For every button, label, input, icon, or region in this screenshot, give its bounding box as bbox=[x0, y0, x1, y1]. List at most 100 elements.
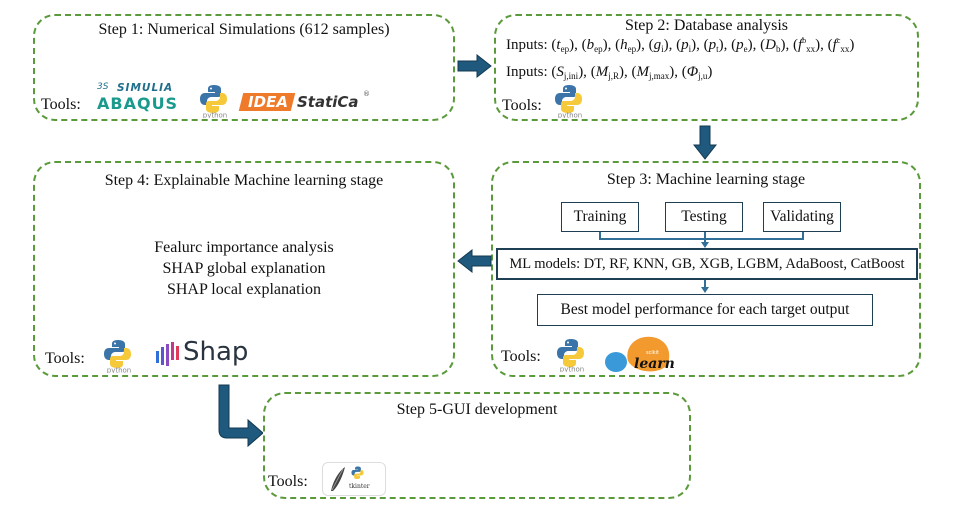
xai-item-feature-importance: Fealurc importance analysis bbox=[154, 239, 334, 256]
variable-symbol: b bbox=[586, 37, 595, 53]
variable-subscript: i bbox=[688, 44, 692, 54]
variable-subscript: t bbox=[716, 44, 719, 54]
variable-subscript: j,u bbox=[698, 71, 708, 81]
variable-symbol: p bbox=[736, 37, 744, 53]
python-logo: python bbox=[199, 84, 231, 120]
python-icon: python bbox=[200, 85, 228, 120]
connector-horizontal bbox=[599, 238, 804, 240]
input-variable: (Mj,R), bbox=[586, 64, 628, 81]
variable-symbol: f bbox=[832, 37, 837, 53]
inputs-label-2: Inputs: bbox=[506, 64, 548, 80]
variable-subscript: j,max bbox=[648, 71, 670, 81]
step1-box: Step 1: Numerical Simulations (612 sampl… bbox=[33, 14, 455, 121]
connector-arrowhead bbox=[701, 242, 709, 248]
abaqus-text: ABAQUS bbox=[97, 94, 179, 113]
variable-superscript: c bbox=[836, 36, 841, 45]
input-variable: (pt), bbox=[699, 37, 728, 54]
python-icon: python bbox=[104, 340, 132, 375]
python-icon: python bbox=[557, 339, 584, 374]
arrow-left-step3-to-step4 bbox=[457, 249, 492, 273]
python-icon: python bbox=[555, 85, 583, 120]
connector-testing bbox=[704, 232, 706, 246]
scikit-learn-logo: scikit learn bbox=[602, 331, 682, 376]
variable-subscript: xx bbox=[806, 44, 816, 54]
arrow-down-step2-to-step3 bbox=[693, 125, 717, 160]
input-variable: (tep), bbox=[551, 37, 578, 54]
input-variable: (Φj,u) bbox=[677, 64, 713, 81]
arrow-step4-to-step5 bbox=[218, 384, 264, 448]
variable-symbol: f bbox=[797, 37, 803, 53]
registered-mark: ® bbox=[363, 90, 370, 98]
variable-subscript: e bbox=[743, 44, 748, 54]
input-variable: (pi), bbox=[672, 37, 700, 54]
variable-superscript: b bbox=[802, 36, 807, 45]
xai-methods-list: Fealurc importance analysis SHAP global … bbox=[35, 237, 453, 300]
python-text: python bbox=[203, 112, 228, 119]
idea-text: IDEA bbox=[248, 93, 288, 111]
variable-symbol: M bbox=[636, 64, 649, 80]
xai-item-shap-global: SHAP global explanation bbox=[162, 260, 326, 277]
idea-statica-logo: IDEA StatiCa ® bbox=[238, 90, 371, 114]
inputs-list-1: (tep), (bep), (hep), (gi), (pi), (pt), (… bbox=[551, 36, 854, 54]
simulia-text: SIMULIA bbox=[117, 82, 174, 94]
step4-title: Step 4: Explainable Machine learning sta… bbox=[104, 172, 384, 189]
phase-box-validating: Validating bbox=[763, 202, 841, 232]
ds-mark: 3S bbox=[97, 82, 109, 92]
best-model-box: Best model performance for each target o… bbox=[537, 294, 873, 326]
input-variable: (gi), bbox=[644, 37, 673, 54]
python-logo: python bbox=[556, 338, 588, 374]
variable-symbol: M bbox=[595, 64, 609, 80]
variable-subscript: ep bbox=[594, 44, 603, 54]
variable-symbol: g bbox=[653, 37, 662, 53]
input-variable: (bep), bbox=[577, 37, 612, 54]
tkinter-logo: tkinter bbox=[322, 462, 386, 496]
connector-training bbox=[599, 232, 601, 239]
variable-subscript: i bbox=[661, 44, 664, 54]
scikit-text: scikit bbox=[646, 350, 659, 356]
variable-symbol: h bbox=[620, 37, 628, 53]
scikit-learn-icon: scikit learn bbox=[605, 336, 675, 372]
step5-title: Step 5-GUI development bbox=[396, 401, 558, 418]
shap-logo: Shap bbox=[155, 337, 255, 371]
simulia-abaqus-logo: 3S SIMULIA ABAQUS bbox=[95, 82, 190, 118]
step2-title: Step 2: Database analysis bbox=[624, 17, 789, 34]
python-text: python bbox=[558, 112, 583, 119]
phase-box-training: Training bbox=[561, 202, 639, 232]
python-text: python bbox=[107, 367, 132, 374]
python-logo: python bbox=[103, 339, 135, 375]
xai-item-shap-local: SHAP local explanation bbox=[166, 281, 322, 298]
input-variable: (fbxx), bbox=[789, 36, 824, 54]
python-logo: python bbox=[554, 84, 586, 120]
arrow-right-step1-to-step2 bbox=[457, 54, 492, 78]
input-variable: (Db), bbox=[756, 37, 790, 54]
tkinter-icon: tkinter bbox=[331, 466, 370, 491]
statica-text: StatiCa bbox=[297, 93, 359, 111]
learn-text: learn bbox=[634, 356, 675, 372]
variable-subscript: ep bbox=[627, 44, 637, 54]
variable-subscript: xx bbox=[840, 44, 850, 54]
tkinter-text: tkinter bbox=[349, 483, 370, 490]
step5-box: Step 5-GUI development Tools: tkinter bbox=[263, 392, 691, 499]
step4-box: Step 4: Explainable Machine learning sta… bbox=[33, 161, 455, 377]
variable-symbol: D bbox=[765, 37, 776, 53]
ml-models-box: ML models: DT, RF, KNN, GB, XGB, LGBM, A… bbox=[496, 248, 918, 280]
variable-subscript: b bbox=[775, 44, 781, 54]
variable-symbol: t bbox=[556, 37, 561, 53]
connector-validating bbox=[802, 232, 804, 239]
step4-tools-label: Tools: bbox=[45, 350, 85, 367]
input-variable: (Sj,ini), bbox=[551, 64, 587, 81]
variable-symbol: S bbox=[556, 64, 564, 80]
step1-title: Step 1: Numerical Simulations (612 sampl… bbox=[98, 21, 390, 38]
step3-tools-label: Tools: bbox=[501, 348, 541, 365]
step2-box: Step 2: Database analysis Inputs: (tep),… bbox=[494, 14, 919, 121]
step2-inputs-row-2: Inputs: (Sj,ini), (Mj,R), (Mj,max), (Φj,… bbox=[506, 64, 712, 81]
connector-models-to-best bbox=[704, 280, 706, 290]
step2-inputs-row-1: Inputs: (tep), (bep), (hep), (gi), (pi),… bbox=[506, 36, 854, 54]
variable-subscript: j,R bbox=[608, 71, 619, 81]
step5-tools-label: Tools: bbox=[268, 473, 308, 490]
step1-tools-label: Tools: bbox=[41, 96, 81, 113]
input-variable: (hep), bbox=[611, 37, 645, 54]
variable-symbol: p bbox=[681, 37, 689, 53]
step2-tools-label: Tools: bbox=[502, 97, 542, 114]
input-variable: (pe), bbox=[727, 37, 757, 54]
